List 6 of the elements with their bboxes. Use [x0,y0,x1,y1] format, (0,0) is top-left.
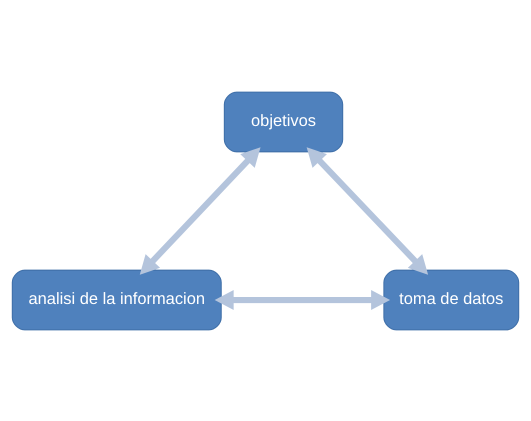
node-box: analisi de la informacion [12,269,222,330]
arrow [140,146,261,274]
node-box: toma de datos [383,269,520,330]
arrow [214,290,390,310]
arrow [306,146,428,274]
node-box: objetivos [224,91,344,152]
